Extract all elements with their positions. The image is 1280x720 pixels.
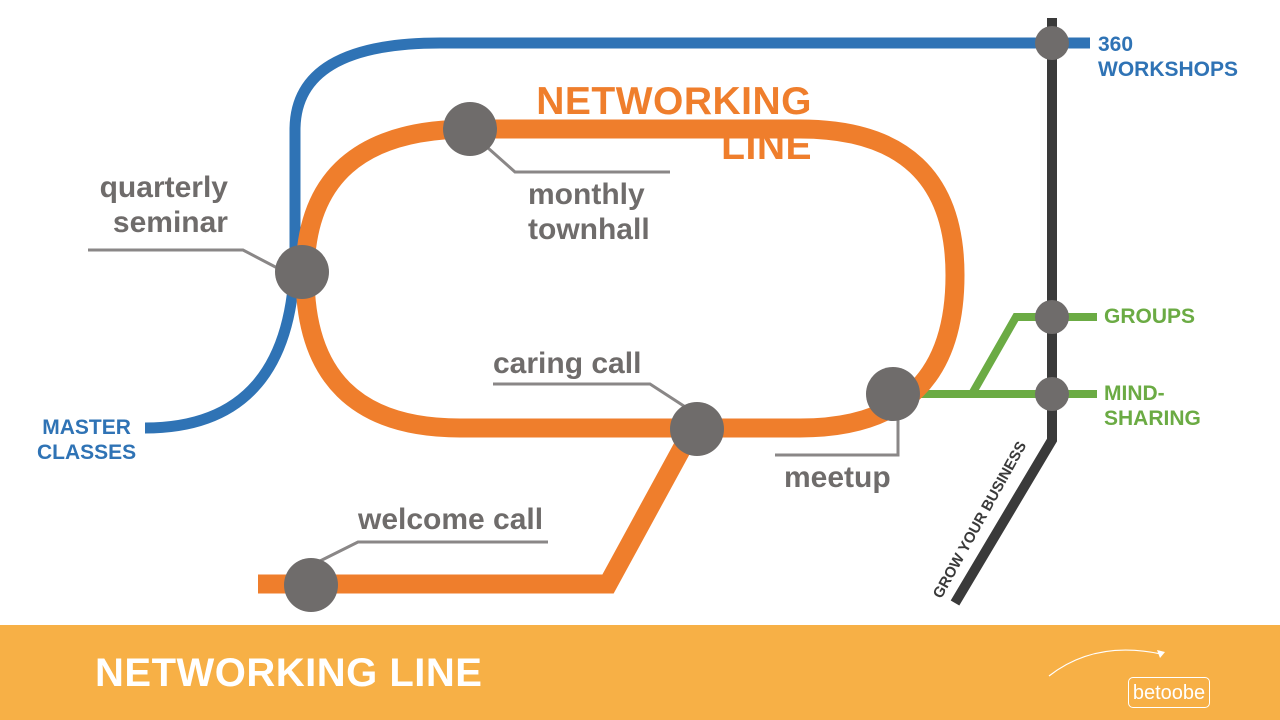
leader-quarterly-seminar xyxy=(88,248,286,274)
logo-swoosh-icon xyxy=(1048,649,1165,677)
leader-caring-call xyxy=(493,382,691,412)
diagram-title-line1: NETWORKING xyxy=(536,80,812,123)
orange-loop xyxy=(295,119,965,438)
diagram-title-line2: LINE xyxy=(721,124,812,168)
label-master-classes: MASTER CLASSES xyxy=(37,416,136,466)
label-caring-call: caring call xyxy=(493,347,642,380)
label-monthly-townhall-line1: monthly xyxy=(528,178,645,211)
station-quarterly-seminar xyxy=(275,245,329,299)
station-welcome-call xyxy=(284,558,338,612)
label-groups: GROUPS xyxy=(1104,305,1196,328)
label-mind-sharing: MIND- SHARING xyxy=(1104,382,1201,432)
label-meetup: meetup xyxy=(784,461,891,494)
footer-bar: NETWORKING LINE betoobe xyxy=(0,625,1280,720)
label-quarterly-seminar: quarterly seminar xyxy=(100,170,228,241)
dark-line xyxy=(950,18,1057,606)
diagram-title: NETWORKING LINE xyxy=(536,80,812,170)
label-master-classes-line2: CLASSES xyxy=(37,440,137,464)
label-quarterly-seminar-line2: seminar xyxy=(112,206,228,240)
station-monthly-townhall xyxy=(443,102,497,156)
label-360-workshops-line1: 360 xyxy=(1098,33,1134,56)
station-groups xyxy=(1035,300,1069,334)
label-360-workshops: 360 WORKSHOPS xyxy=(1098,33,1238,83)
label-360-workshops-line2: WORKSHOPS xyxy=(1098,57,1239,81)
label-mind-sharing-line1: MIND- xyxy=(1104,382,1165,405)
label-monthly-townhall-line2: townhall xyxy=(528,213,650,247)
leader-welcome-call xyxy=(311,540,548,567)
label-master-classes-line1: MASTER xyxy=(42,416,131,439)
station-meetup xyxy=(866,367,920,421)
label-mind-sharing-line2: SHARING xyxy=(1104,406,1201,430)
station-caring-call xyxy=(670,402,724,456)
label-welcome-call: welcome call xyxy=(358,503,544,536)
orange-branch xyxy=(258,425,701,594)
label-quarterly-seminar-line1: quarterly xyxy=(99,171,228,204)
station-mind-sharing xyxy=(1035,377,1069,411)
brand-logo: betoobe xyxy=(1128,677,1210,708)
station-360-workshops xyxy=(1035,26,1069,60)
label-monthly-townhall: monthly townhall xyxy=(528,177,650,248)
footer-title: NETWORKING LINE xyxy=(95,651,483,695)
